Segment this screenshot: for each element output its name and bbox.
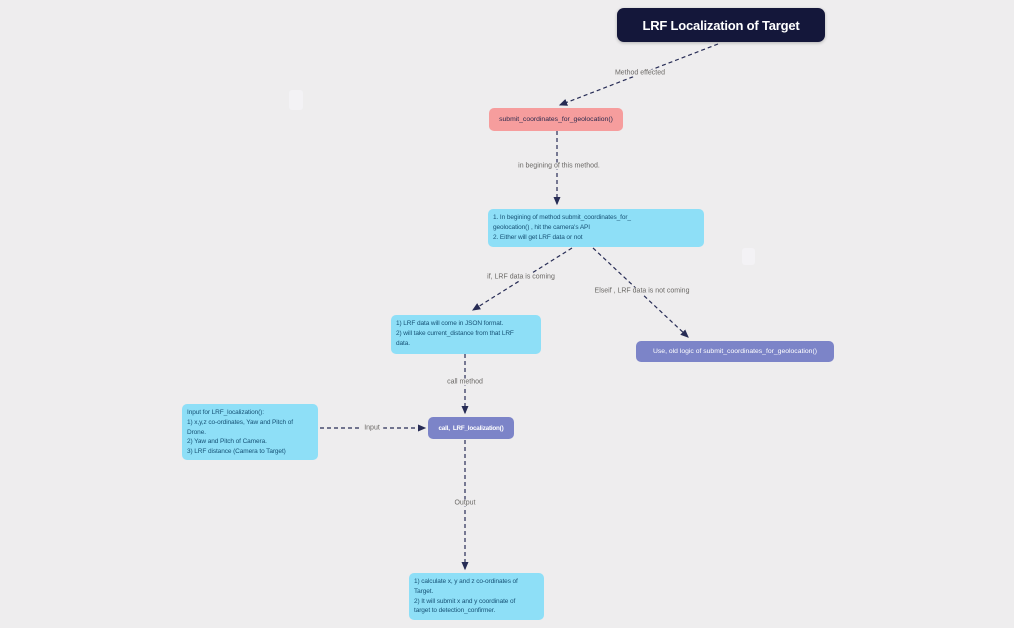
edge-label-elseif-not-coming: Elseif , LRF data is not coming <box>591 287 693 295</box>
ghost-shape <box>289 90 303 110</box>
edge-label-input: Input <box>361 424 383 432</box>
ghost-shape <box>742 248 755 265</box>
begin-method-node[interactable]: 1. In begining of method submit_coordina… <box>488 209 704 247</box>
call-localization-node[interactable]: call, LRF_localization() <box>428 417 514 439</box>
edge-label-output: Output <box>451 499 479 507</box>
edge-label-in-begining: in begining of this method. <box>515 162 603 170</box>
output-spec-node[interactable]: 1) calculate x, y and z co-ordinates of … <box>409 573 544 620</box>
title-node[interactable]: LRF Localization of Target <box>617 8 825 42</box>
edge-label-if-coming: if, LRF data is coming <box>484 273 558 281</box>
input-spec-node[interactable]: Input for LRF_localization(): 1) x,y,z c… <box>182 404 318 460</box>
edge-label-method-effected: Method effected <box>611 69 669 77</box>
lrf-json-node[interactable]: 1) LRF data will come in JSON format. 2)… <box>391 315 541 354</box>
old-logic-node[interactable]: Use, old logic of submit_coordinates_for… <box>636 341 834 362</box>
edge-label-call-method: call method <box>444 378 486 386</box>
submit-coordinates-node[interactable]: submit_coordinates_for_geolocation() <box>489 108 623 131</box>
